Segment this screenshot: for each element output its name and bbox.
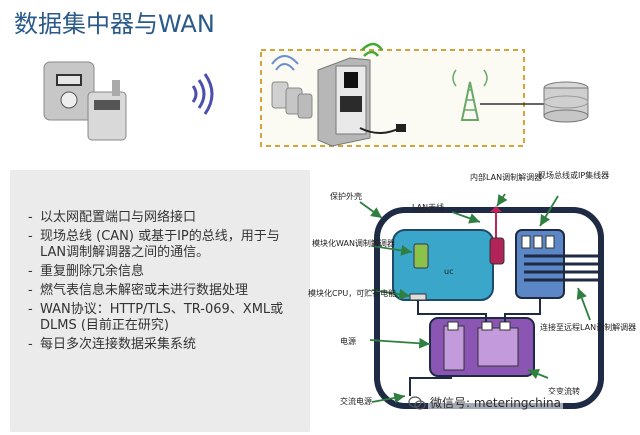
label-wan-modem: 模块化WAN调制解调器: [312, 238, 395, 248]
label-internal-lan-modem: 内部LAN调制解调器: [470, 172, 542, 182]
bullet-panel: 以太网配置端口与网络接口 现场总线 (CAN) 或基于IP的总线，用于与LAN调…: [10, 170, 310, 432]
watermark-text: 微信号: meteringchina: [428, 394, 564, 411]
lan-modem-shape: [489, 237, 505, 265]
database-icon: [543, 81, 589, 123]
label-power: 电源: [340, 336, 356, 346]
concentrator-cabinet-image: [317, 42, 406, 147]
bullet-item: 重复删除冗余信息: [28, 264, 304, 280]
label-housing: 保护外壳: [330, 191, 362, 201]
uc-label: uc: [444, 267, 453, 276]
wireless-icon: [191, 73, 214, 115]
bullet-item: WAN协议：HTTP/TLS、TR-069、XML或DLMS (目前正在研究): [28, 302, 304, 334]
label-lan-antenna: LAN天线: [412, 202, 444, 212]
label-fieldbus-or-ip: 现场总线或IP集线器: [538, 170, 609, 180]
cpu-connector: [409, 293, 427, 301]
label-lan-link: 连接至远程LAN调制解调器: [540, 322, 636, 332]
bullet-item: 燃气表信息未解密或未进行数据处理: [28, 283, 304, 299]
page-title: 数据集中器与WAN: [14, 10, 215, 38]
uc-box: [392, 229, 494, 301]
bullet-item: 现场总线 (CAN) 或基于IP的总线，用于与LAN调制解调器之间的通信。: [28, 229, 304, 261]
label-ac-power: 交流电源: [340, 396, 372, 406]
bullet-list: 以太网配置端口与网络接口 现场总线 (CAN) 或基于IP的总线，用于与LAN调…: [10, 170, 310, 353]
wechat-icon: [408, 396, 426, 410]
bullet-item: 以太网配置端口与网络接口: [28, 210, 304, 226]
label-cpu: 模块化CPU，可贮存电能: [308, 288, 396, 298]
label-arrows: [359, 193, 591, 404]
wan-module: [413, 243, 429, 269]
label-ac-dc: 交变流转: [548, 386, 580, 396]
cell-tower-icon: [452, 69, 545, 121]
lan-cables: [524, 254, 600, 282]
lan-antenna-shape: [490, 206, 502, 212]
gas-meter-image: [43, 61, 127, 141]
meter-stack-image: [271, 55, 313, 119]
bullet-item: 每日多次连接数据采集系统: [28, 337, 304, 353]
